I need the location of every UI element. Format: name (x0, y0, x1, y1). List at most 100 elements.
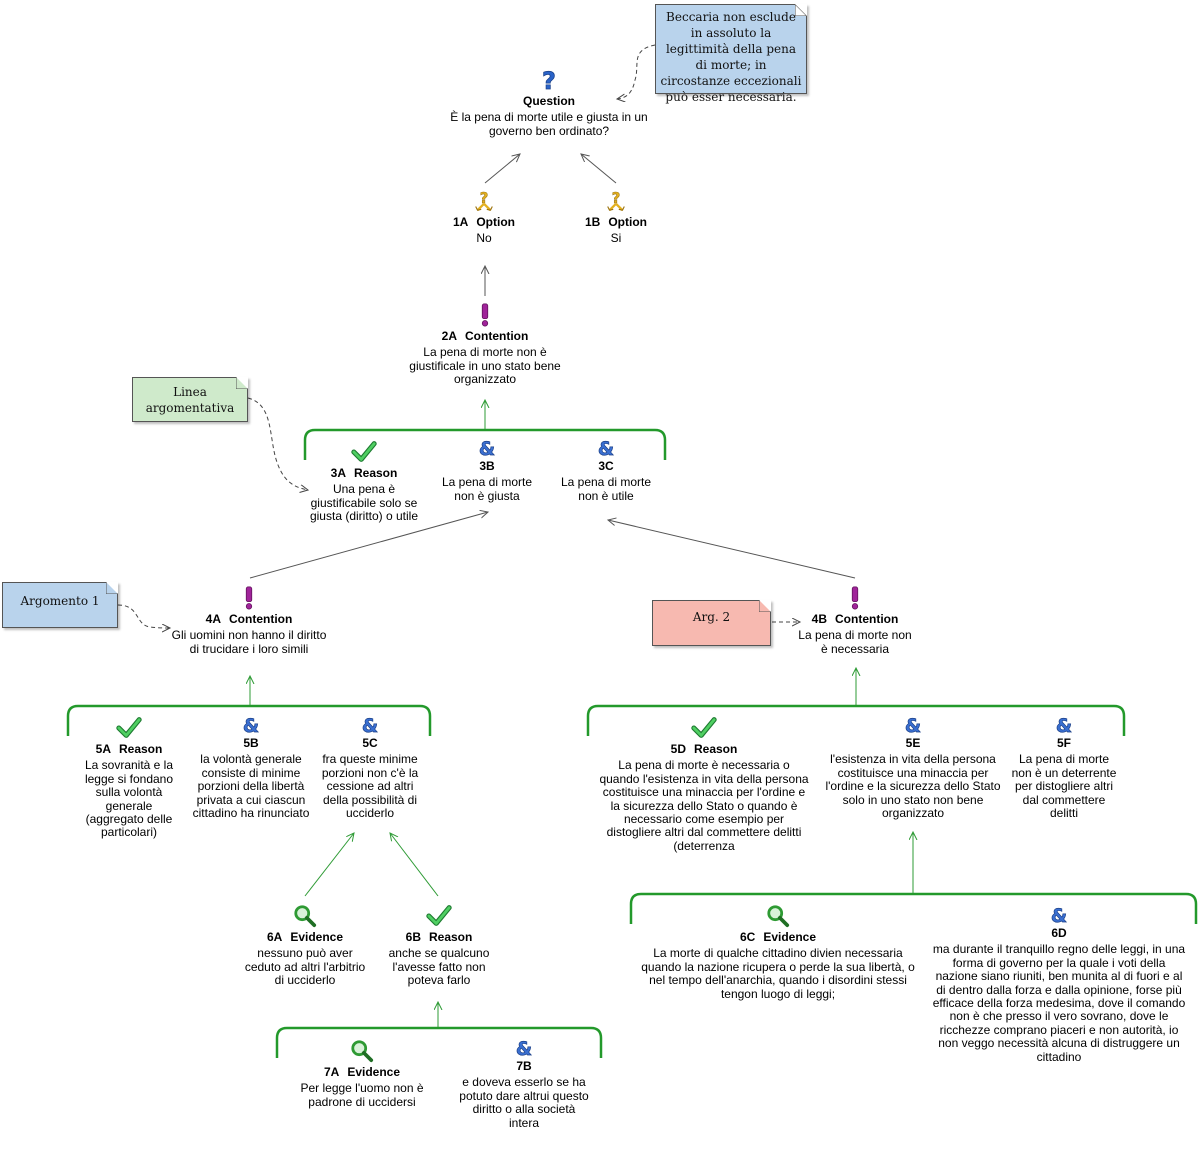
reason-label: Reason (118, 742, 163, 756)
coreason-text: e doveva esserlo se ha potuto dare altru… (459, 1075, 589, 1130)
exclamation-icon (851, 586, 859, 610)
arrow-6a-to-5c (304, 833, 354, 897)
bracket-left5 (66, 704, 432, 736)
reason-5d: 5D Reason La pena di morte è necessaria o… (598, 716, 810, 853)
ampersand-icon: & (598, 438, 615, 459)
coreason-text: la volontà generale consiste di minime p… (192, 752, 310, 821)
bracket-right6 (629, 892, 1198, 924)
reason-text: La sovranità e la legge si fondano sulla… (84, 758, 174, 840)
coreason-5b: & 5B la volontà generale consiste di min… (192, 714, 310, 820)
reason-id: 5D (670, 742, 686, 756)
option-icon: ? (607, 190, 625, 212)
option-id: 1B (585, 215, 601, 229)
checkmark-icon (116, 717, 142, 738)
coreason-id: 3B (479, 459, 495, 473)
option-label: Option (608, 215, 647, 229)
note-linea-argomentativa: Linea argomentativa (132, 377, 248, 422)
page-fold-icon (106, 582, 118, 594)
evidence-id: 6A (266, 930, 283, 944)
reason-label: Reason (353, 466, 398, 480)
bracket-right5 (586, 704, 1126, 736)
reason-text: La pena di morte è necessaria o quando l… (599, 758, 809, 853)
evidence-id: 6C (739, 930, 756, 944)
contention-text: La pena di morte non è necessaria (798, 628, 912, 656)
magnifier-icon (767, 905, 790, 928)
reason-label: Reason (428, 930, 473, 944)
reason-5a: 5A Reason La sovranità e la legge si fond… (78, 716, 180, 840)
ampersand-icon: & (243, 715, 260, 736)
reason-id: 3A (330, 466, 346, 480)
coreason-3b: & 3B La pena di morte non è giusta (434, 437, 540, 503)
question-text: È la pena di morte utile e giusta in un … (450, 110, 648, 138)
ampersand-icon: & (905, 715, 922, 736)
ampersand-icon: & (479, 438, 496, 459)
contention-id: 4B (811, 612, 827, 626)
contention-label: Contention (229, 612, 293, 626)
note-beccaria-text: Beccaria non esclude in assoluto la legi… (660, 10, 802, 104)
svg-text:?: ? (480, 190, 489, 207)
evidence-label: Evidence (763, 930, 817, 944)
evidence-text: La morte di qualche cittadino divien nec… (641, 946, 915, 1001)
evidence-label: Evidence (290, 930, 344, 944)
coreason-id: 6D (1051, 926, 1067, 940)
ampersand-icon: & (1051, 905, 1068, 926)
arrow-1b-to-question (581, 154, 617, 184)
dashed-linea-to-3a (247, 397, 308, 490)
coreason-id: 5F (1056, 736, 1071, 750)
coreason-text: La pena di morte non è un deterrente per… (1011, 752, 1117, 821)
note-argomento1-text: Argomento 1 (20, 594, 100, 608)
checkmark-icon (426, 905, 452, 926)
coreason-id: 7B (516, 1059, 532, 1073)
reason-label: Reason (693, 742, 738, 756)
coreason-text: ma durante il tranquillo regno delle leg… (932, 942, 1186, 1064)
magnifier-icon (351, 1040, 374, 1063)
checkmark-icon (691, 717, 717, 738)
reason-id: 5A (95, 742, 111, 756)
coreason-text: La pena di morte non è giusta (441, 475, 533, 503)
dashed-argomento1-to-4a (117, 604, 170, 628)
dashed-beccaria-to-question (617, 44, 656, 99)
coreason-id: 3C (598, 459, 614, 473)
page-fold-icon (795, 4, 807, 16)
question-mark-icon: ? (542, 68, 557, 92)
evidence-6c: 6C Evidence La morte di qualche cittadino… (640, 904, 916, 1001)
evidence-id: 7A (323, 1065, 340, 1079)
arrow-6b-to-5c (390, 833, 439, 897)
coreason-5f: & 5F La pena di morte non è un deterrent… (1008, 714, 1120, 820)
checkmark-icon (351, 441, 377, 462)
coreason-text: fra queste minime porzioni non c'è la ce… (321, 752, 419, 821)
svg-text:&: & (362, 716, 378, 736)
option-icon: ? (475, 190, 493, 212)
magnifier-icon (294, 905, 317, 928)
arrow-1a-to-question (484, 154, 520, 184)
coreason-6d: & 6D ma durante il tranquillo regno dell… (930, 904, 1188, 1064)
coreason-5e: & 5E l'esistenza in vita della persona c… (820, 714, 1006, 820)
ampersand-icon: & (516, 1038, 533, 1059)
reason-text: anche se qualcuno l'avesse fatto non pot… (388, 946, 490, 988)
note-beccaria: Beccaria non esclude in assoluto la legi… (655, 4, 807, 104)
page-fold-icon (759, 600, 771, 612)
svg-text:&: & (1051, 906, 1067, 926)
coreason-id: 5C (362, 736, 378, 750)
coreason-text: La pena di morte non è utile (560, 475, 652, 503)
contention-text: Gli uomini non hanno il diritto di truci… (171, 628, 327, 656)
bracket-level7 (275, 1026, 603, 1058)
svg-text:&: & (479, 439, 495, 459)
contention-label: Contention (465, 329, 529, 343)
note-argomento-1: Argomento 1 (2, 582, 118, 628)
coreason-id: 5B (243, 736, 259, 750)
ampersand-icon: & (1056, 715, 1073, 736)
svg-text:&: & (516, 1039, 532, 1059)
arrow-4b-to-3c (608, 520, 856, 579)
exclamation-icon (481, 303, 489, 327)
coreason-3c: & 3C La pena di morte non è utile (554, 437, 658, 503)
